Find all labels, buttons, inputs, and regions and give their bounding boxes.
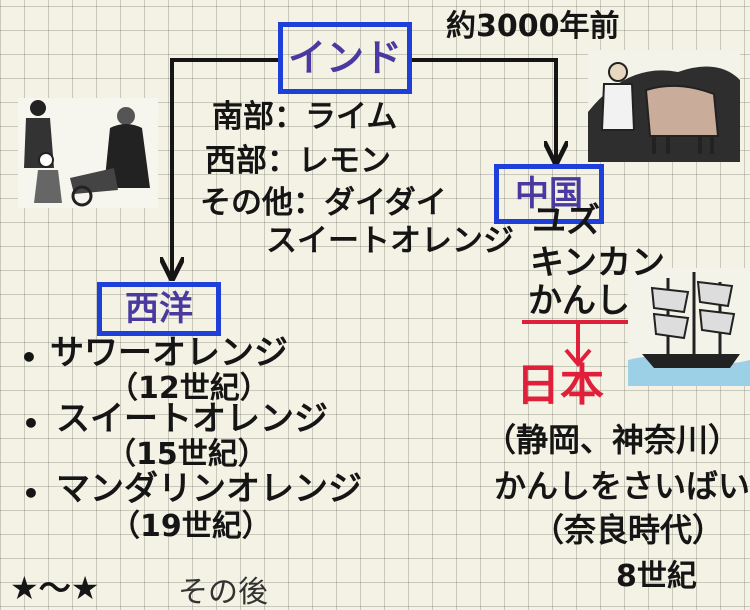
china-variety-kanshi: かんし xyxy=(528,281,630,321)
west-variety-sweet-orange-era: （15世紀） xyxy=(106,437,268,472)
arrow-india-to-china xyxy=(412,58,556,160)
china-variety-yuzu: ユズ xyxy=(532,201,600,241)
india-variety-other: その他：ダイダイ xyxy=(200,185,447,221)
west-variety-bullet-2: • xyxy=(22,407,40,440)
people-with-cart-illustration xyxy=(18,98,158,208)
footer-marker: ★〜★ xyxy=(10,569,100,607)
japan-label: 日本 xyxy=(516,360,604,411)
india-node: インド xyxy=(278,22,412,94)
india-variety-sweet-orange: スイートオレンジ xyxy=(266,223,514,259)
arrow-china-to-japan xyxy=(564,322,592,368)
india-label: インド xyxy=(287,36,402,80)
japan-note-century: 8世紀 xyxy=(616,559,697,594)
japan-note-regions: （静岡、神奈川） xyxy=(484,421,741,459)
west-variety-bullet-3: • xyxy=(22,477,40,510)
time-annotation: 約3000年前 xyxy=(446,9,620,44)
china-label: 中国 xyxy=(515,174,583,214)
west-node: 西洋 xyxy=(97,282,221,336)
sailing-ship-illustration xyxy=(628,268,750,386)
footer-text: その後 xyxy=(178,575,268,610)
japan-note-era: （奈良時代） xyxy=(532,511,725,549)
arrow-india-to-west xyxy=(172,58,278,276)
india-variety-south: 南部：ライム xyxy=(212,99,398,135)
west-variety-sour-orange-era: （12世紀） xyxy=(108,371,270,406)
farmer-with-ox-illustration xyxy=(588,50,740,162)
west-variety-bullet-1: • xyxy=(20,341,38,374)
west-variety-sour-orange: サワーオレンジ xyxy=(50,333,288,373)
china-variety-kinkan: キンカン xyxy=(530,243,665,283)
china-node: 中国 xyxy=(494,164,604,224)
west-label: 西洋 xyxy=(125,289,193,329)
west-variety-sweet-orange: スイートオレンジ xyxy=(56,399,328,439)
japan-note-cultivation: かんしをさいばい xyxy=(494,467,750,505)
west-variety-mandarin-orange-era: （19世紀） xyxy=(110,509,272,544)
india-variety-west: 西部：レモン xyxy=(205,143,391,179)
west-variety-mandarin-orange: マンダリンオレンジ xyxy=(56,469,362,509)
